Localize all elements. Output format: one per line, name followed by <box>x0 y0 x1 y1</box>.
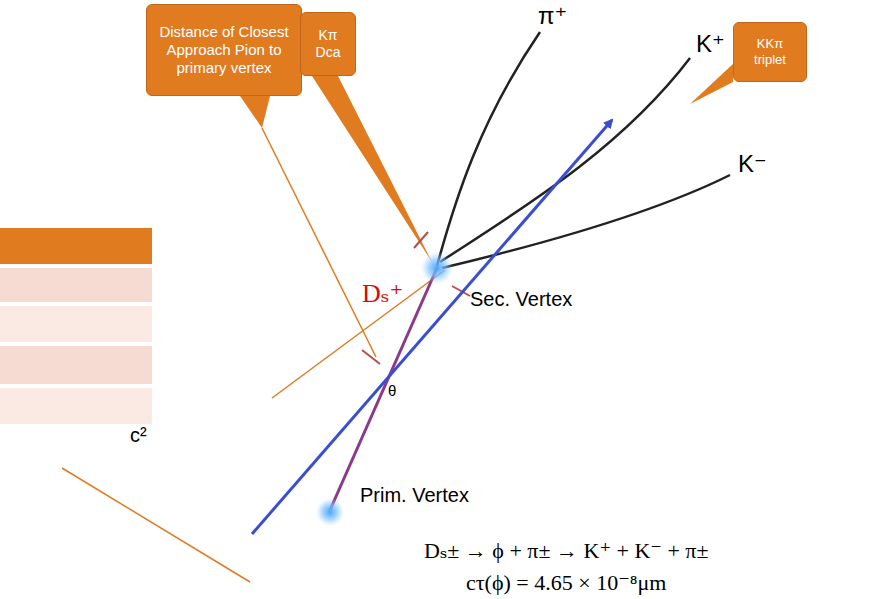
track-label: K⁻ <box>738 150 767 178</box>
track-label: K⁺ <box>696 30 725 58</box>
angle-label: θ <box>388 382 396 399</box>
callout-box: Distance of Closest Approach Pion to pri… <box>146 4 302 96</box>
vertex-label: Prim. Vertex <box>360 484 469 507</box>
callout-text: Distance of Closest Approach Pion to pri… <box>153 23 295 77</box>
callout-box: KKπ triplet <box>733 22 807 82</box>
table-cell: c² <box>130 424 147 447</box>
callout-text: Kπ Dca <box>307 27 349 61</box>
decay-equation: Dₛ± → ϕ + π± → K⁺ + K⁻ + π± <box>424 538 709 564</box>
callout-box: Kπ Dca <box>300 12 356 76</box>
track-label: π⁺ <box>538 2 567 30</box>
lifetime-note: cτ(ϕ) = 4.65 × 10⁻⁸μm <box>466 570 666 596</box>
vertex-label: Sec. Vertex <box>470 288 572 311</box>
callout-text: KKπ triplet <box>740 36 800 67</box>
particle-label: Dₛ⁺ <box>362 278 403 309</box>
